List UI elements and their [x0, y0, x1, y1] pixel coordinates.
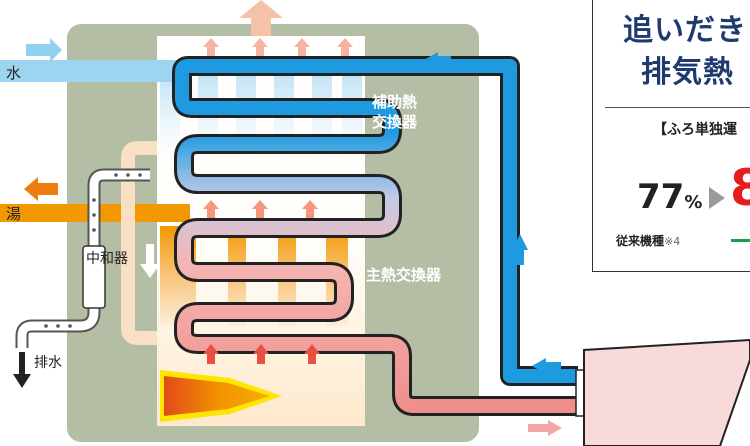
main-exchanger-label: 主熱交換器: [366, 266, 442, 284]
return-loop: [121, 141, 157, 345]
exhaust-arrow-main: [239, 0, 283, 36]
old-model-note: ※4: [664, 235, 681, 248]
water-inlet-band: [0, 60, 190, 82]
water-label: 水: [6, 64, 21, 82]
info-panel: 追いだき 排気熱 【ふろ単独運 77% 8 従来機種※4: [592, 0, 750, 272]
drain-arrow: [13, 352, 31, 388]
old-value-unit: %: [684, 192, 703, 213]
hot-water-out-arrow: [24, 177, 58, 201]
neutralizer-box: [82, 245, 106, 309]
exhaust-arrows-lower: [203, 344, 320, 364]
exhaust-arrows-middle: [203, 200, 318, 218]
panel-new-value: 8: [730, 159, 750, 217]
flow-arrow-top: [424, 52, 438, 68]
new-value-underline: [731, 239, 750, 242]
flow-arrow-up: [512, 234, 528, 250]
down-arrow: [140, 244, 160, 278]
exhaust-arrows-upper: [203, 38, 353, 56]
water-in-arrow: [26, 38, 62, 62]
aux-exchanger-label: 補助熱 交換器: [372, 92, 417, 132]
comparison-arrow-icon: [709, 187, 725, 209]
panel-title-line2: 排気熱: [641, 55, 734, 90]
old-model-text: 従来機種: [616, 234, 665, 248]
aux-exchanger-label-line1: 補助熱: [372, 93, 418, 111]
panel-old-value: 77%: [637, 177, 702, 217]
drain-label: 排水: [34, 355, 62, 371]
panel-divider: [605, 107, 750, 108]
bath-tub: [583, 338, 750, 446]
aux-exchanger-label-line2: 交換器: [372, 113, 418, 131]
flow-arrow-bath-in: [532, 358, 546, 374]
hot-water-label: 湯: [6, 205, 21, 223]
exchanger-tube: [175, 59, 578, 413]
old-model-label: 従来機種※4: [616, 232, 680, 249]
neutralizer-label: 中和器: [86, 250, 128, 268]
flow-arrow-bath-out: [548, 420, 562, 436]
old-value-number: 77: [637, 177, 685, 217]
burner-flame: [164, 376, 270, 416]
panel-subtitle: 【ふろ単独運: [653, 122, 737, 138]
panel-title-line1: 追いだき: [623, 13, 747, 48]
